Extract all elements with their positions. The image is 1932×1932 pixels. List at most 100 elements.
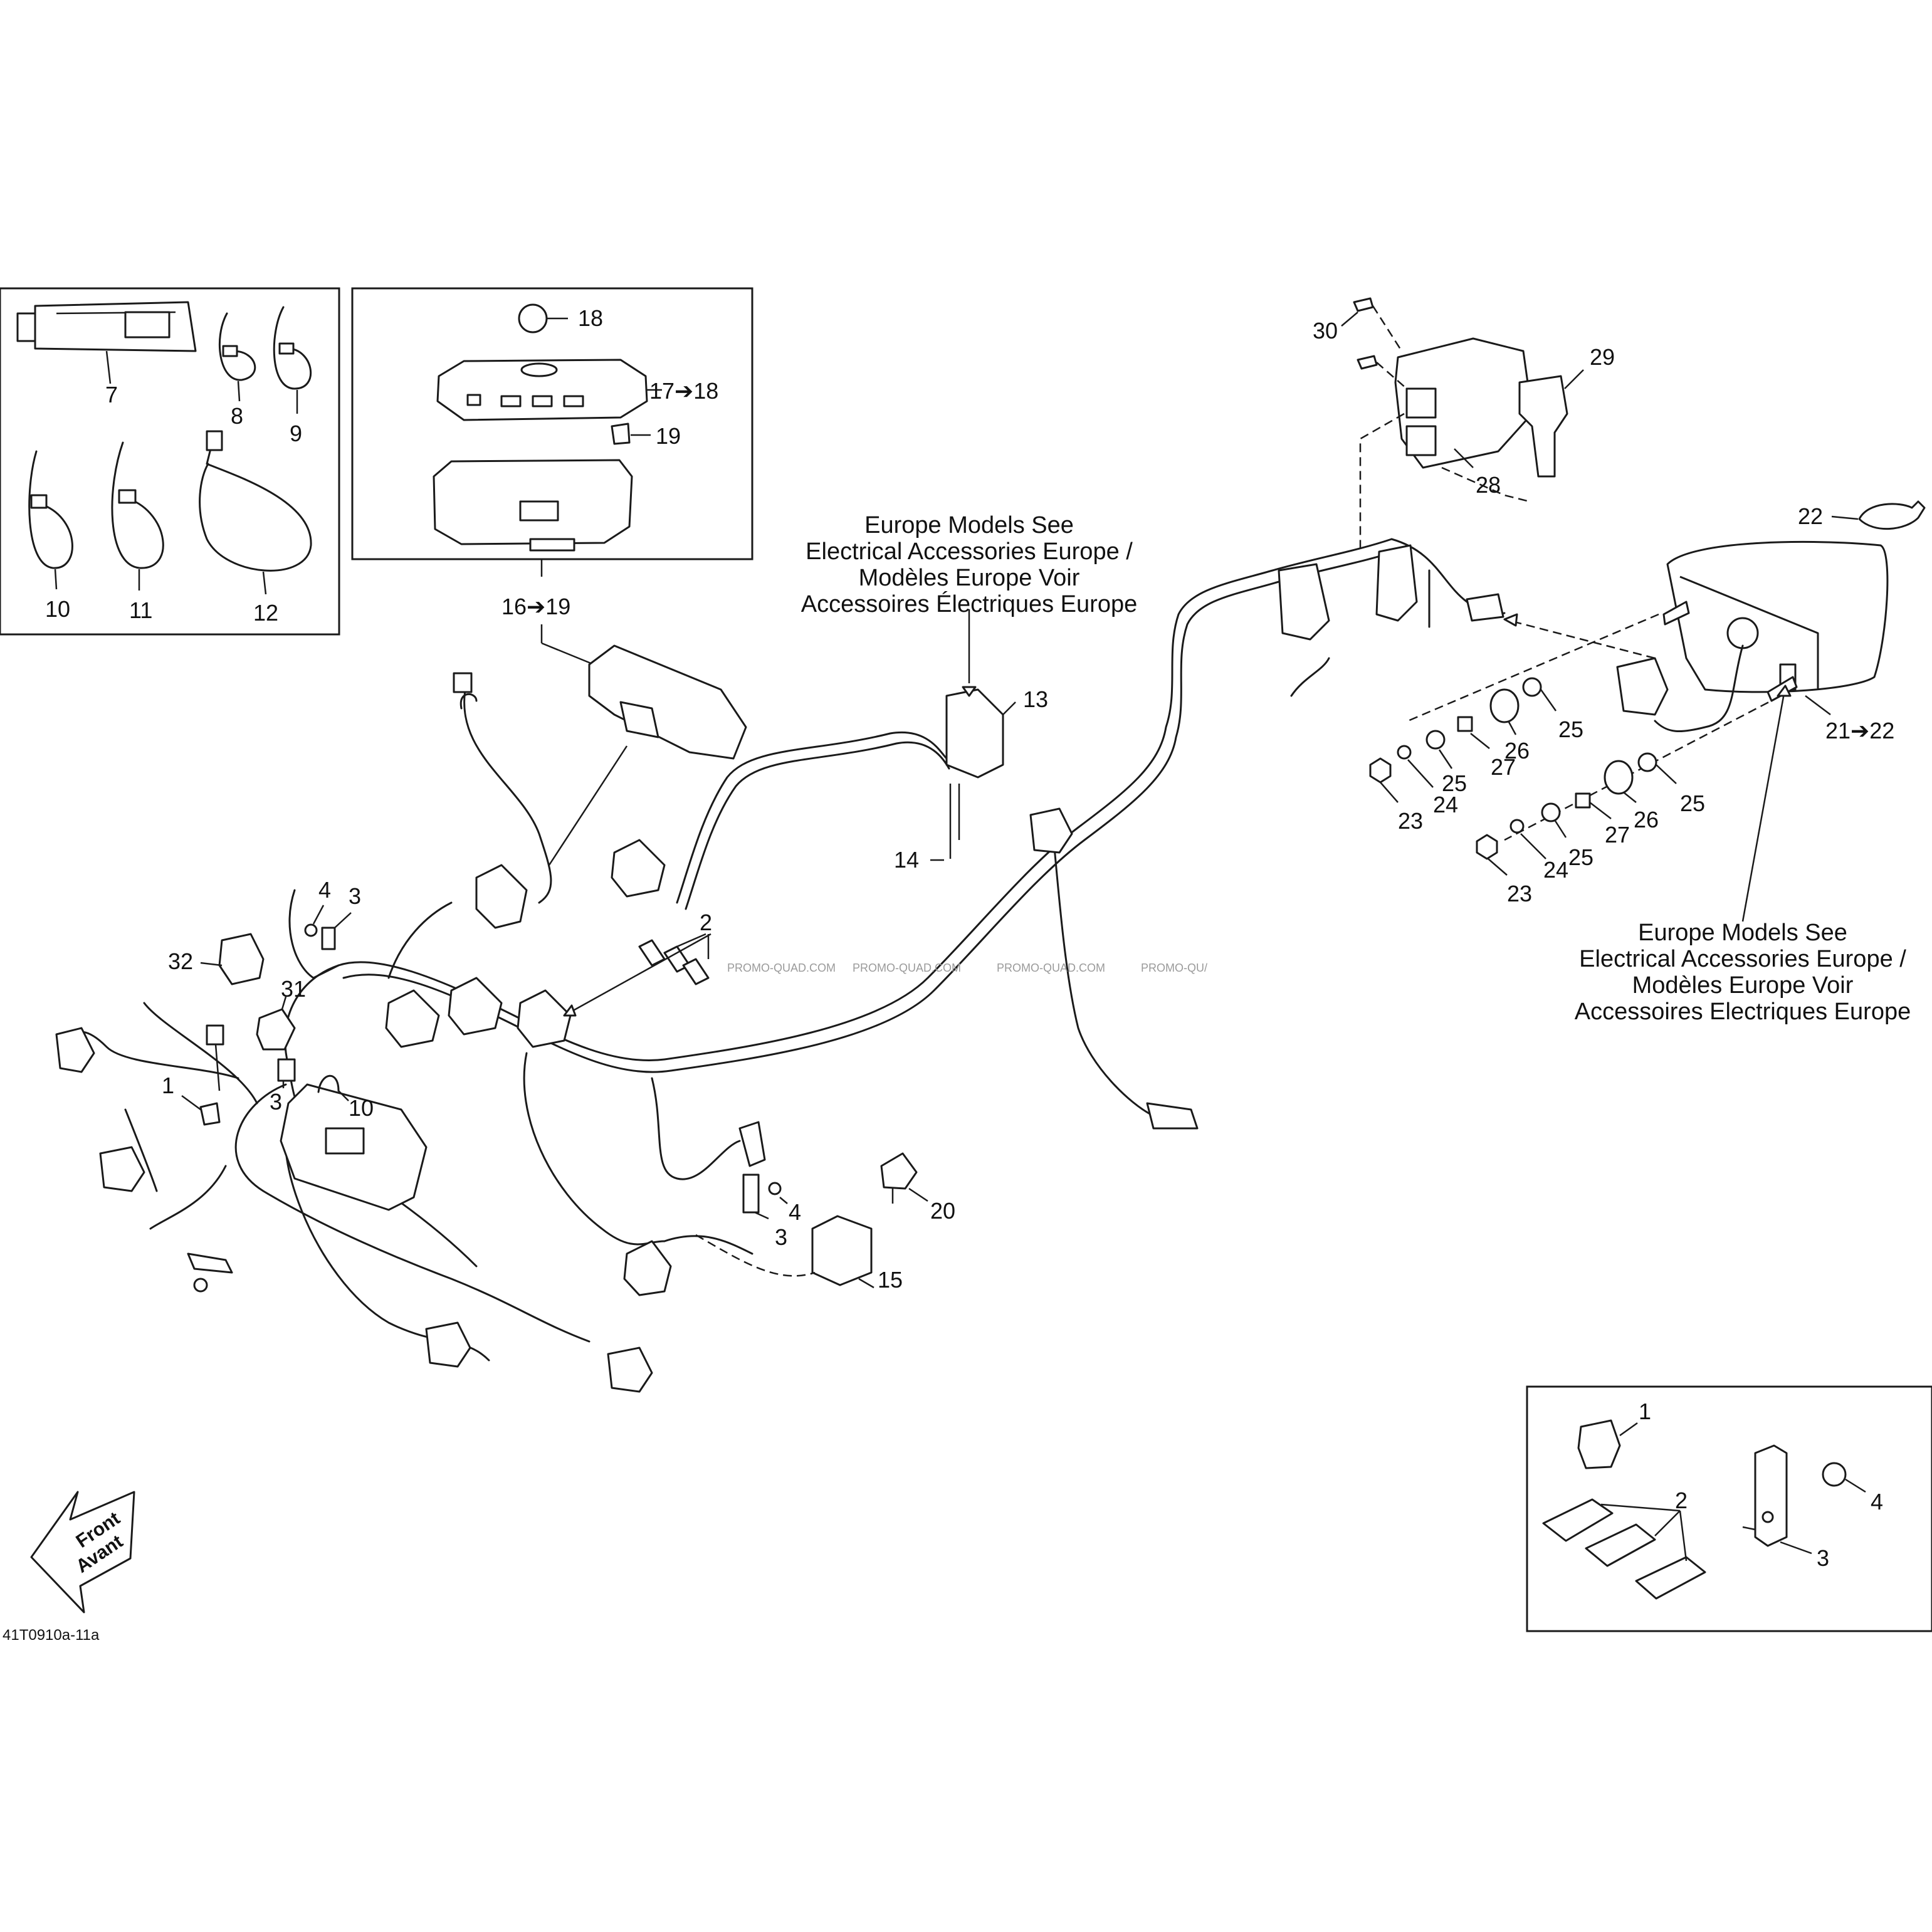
callout-26-a: 26 <box>1504 738 1530 764</box>
callout-7: 7 <box>105 382 118 407</box>
detail-bracket-3 <box>1754 1444 1788 1547</box>
clip-2c <box>682 958 710 985</box>
detail-callout-2: 2 <box>1675 1488 1688 1513</box>
callout-3-upper: 3 <box>349 883 361 909</box>
watermarks: PROMO-QUAD.COM PROMO-QUAD.COM PROMO-QUAD… <box>727 962 1207 974</box>
callout-23-b: 23 <box>1507 881 1532 906</box>
callout-3-lower: 3 <box>775 1224 787 1250</box>
note-right-line-3: Modèles Europe Voir <box>1632 972 1854 999</box>
harness-connector-k <box>99 1146 145 1192</box>
clamp-10 <box>317 1074 340 1093</box>
grommet-26b <box>1604 760 1634 795</box>
callout-21: 21➔22 <box>1825 718 1894 743</box>
cable-tie-11 <box>111 441 164 591</box>
cable-tie-8 <box>218 312 256 402</box>
screw-30b <box>1357 355 1378 370</box>
callout-4-upper: 4 <box>318 877 331 903</box>
watermark-1: PROMO-QUAD.COM <box>727 962 836 974</box>
callout-15: 15 <box>878 1267 903 1293</box>
note-right: Europe Models See Electrical Accessories… <box>1575 920 1911 1025</box>
harness-connector-i <box>738 1121 766 1167</box>
bulb-22 <box>1858 500 1926 530</box>
harness-connector-f <box>1029 807 1073 854</box>
spacer-27a <box>1457 716 1473 732</box>
harness-connector-b <box>611 839 666 898</box>
harness-connector-g <box>1146 1102 1199 1130</box>
front-direction-arrow: Front Avant <box>30 1491 135 1614</box>
callout-2: 2 <box>700 910 712 935</box>
connector-mating <box>1616 657 1669 716</box>
watermark-3: PROMO-QUAD.COM <box>997 962 1105 974</box>
callout-14: 14 <box>894 847 919 873</box>
bulb-socket-19 <box>611 423 631 445</box>
gauge-cluster-installed <box>588 644 747 760</box>
detail-clip-1 <box>1577 1419 1621 1469</box>
detail-callout-3: 3 <box>1817 1545 1829 1571</box>
callout-11: 11 <box>129 597 152 623</box>
callout-25-b: 25 <box>1442 770 1467 796</box>
callout-16: 16➔19 <box>501 594 570 619</box>
callout-25-a: 25 <box>1558 717 1583 742</box>
spacer-27b <box>1575 792 1591 809</box>
harness-connector-e <box>385 989 440 1048</box>
main-harness: 13 14 2 4 3 32 31 1 <box>55 538 1506 1393</box>
harness-connector-j <box>55 1027 95 1073</box>
note-center-line-4: Accessoires Électriques Europe <box>801 591 1137 617</box>
grease-tube <box>16 301 197 384</box>
cable-tie-12 <box>199 430 312 595</box>
washer-25c <box>1637 752 1657 772</box>
ground-lead <box>187 1252 233 1274</box>
callout-12: 12 <box>253 600 278 626</box>
harness-connector-h <box>623 1240 672 1296</box>
cable-tie-10 <box>28 450 73 590</box>
harness-connector-a <box>475 864 528 929</box>
nut-23a <box>1369 757 1392 784</box>
harness-connector-c <box>448 977 503 1036</box>
note-right-line-1: Europe Models See <box>1638 920 1847 946</box>
lockwasher-24b <box>1509 819 1525 834</box>
screw-30a <box>1353 297 1374 312</box>
callout-1: 1 <box>162 1073 174 1098</box>
detail-clip-2a <box>1542 1498 1614 1542</box>
callout-25-d: 25 <box>1568 844 1593 870</box>
socket-20 <box>880 1152 918 1190</box>
callout-19: 19 <box>656 423 681 449</box>
nut-23b <box>1476 834 1498 860</box>
callout-31: 31 <box>281 976 306 1002</box>
cable-tie-9 <box>273 306 312 414</box>
connector-bracket-b <box>1375 544 1418 622</box>
connector-bracket-a <box>1278 563 1330 641</box>
callout-27-a: 27 <box>1491 754 1516 780</box>
note-center: Europe Models See Electrical Accessories… <box>801 512 1137 617</box>
cluster-bezel-17 <box>436 359 648 421</box>
callout-23-a: 23 <box>1398 808 1423 834</box>
detail-callout-4: 4 <box>1871 1489 1883 1515</box>
note-right-line-2: Electrical Accessories Europe / <box>1579 946 1906 972</box>
callout-20: 20 <box>930 1198 955 1224</box>
switch-15 <box>811 1215 873 1286</box>
note-center-line-3: Modèles Europe Voir <box>859 565 1080 591</box>
callout-24-a: 24 <box>1433 792 1458 817</box>
detail-callout-1: 1 <box>1639 1399 1651 1424</box>
grommet-26a <box>1489 688 1520 723</box>
callout-22: 22 <box>1798 503 1823 529</box>
harness-connector-l <box>425 1321 471 1368</box>
callout-29: 29 <box>1590 344 1615 370</box>
bracket-29 <box>1518 375 1568 478</box>
tail-light-assembly: 28 29 30 21➔22 22 <box>1278 297 1926 922</box>
note-center-line-2: Electrical Accessories Europe / <box>806 538 1133 565</box>
callout-9: 9 <box>290 421 302 446</box>
inset-consumables: 7 8 9 10 11 12 <box>0 287 340 636</box>
drawing-code: 41T0910a-11a <box>3 1627 100 1644</box>
callout-4-lower: 4 <box>789 1199 801 1225</box>
clip-1 <box>199 1102 221 1126</box>
inset-gauge-cluster: 18 17➔18 19 16➔19 <box>351 287 753 669</box>
callout-10-clamp: 10 <box>349 1095 374 1121</box>
callout-10-tie: 10 <box>45 596 70 622</box>
switch-32 <box>218 933 265 985</box>
watermark-2: PROMO-QUAD.COM <box>853 962 961 974</box>
callout-24-b: 24 <box>1543 857 1568 883</box>
harness-connector-m <box>607 1347 653 1393</box>
callout-17: 17➔18 <box>649 378 718 404</box>
